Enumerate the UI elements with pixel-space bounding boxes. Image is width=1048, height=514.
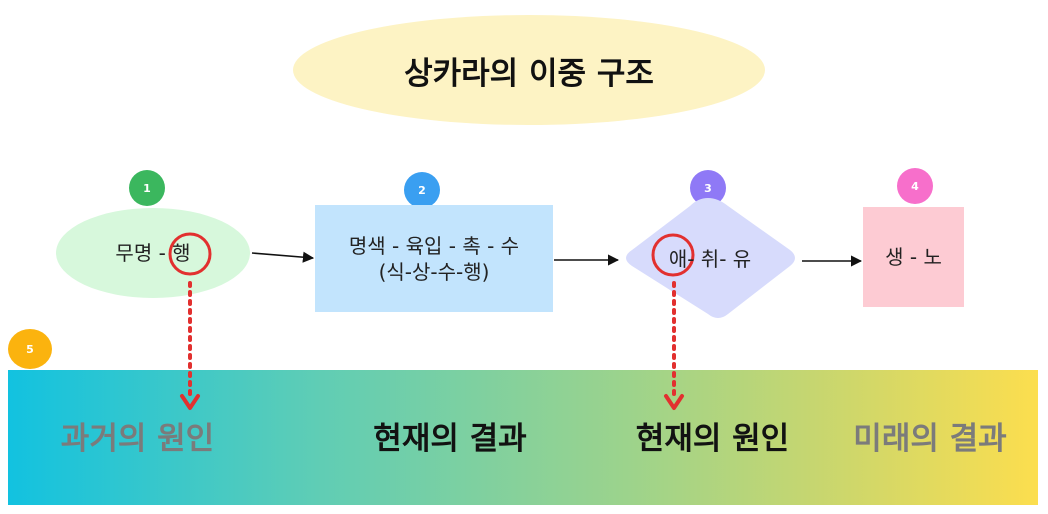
highlight-circle-ae	[651, 233, 695, 277]
node-craving-label: 애- 취- 유	[640, 244, 780, 274]
node-present-result: 명색 - 육입 - 촉 - 수 (식-상-수-행)	[315, 205, 553, 312]
node1-highlight: 행	[172, 241, 191, 265]
time-band	[8, 370, 1038, 505]
highlight-circle-haeng	[168, 232, 212, 276]
node-birth-aging: 생 - 노	[863, 207, 964, 307]
node4-text: 생 - 노	[885, 245, 942, 269]
step-badge-4: 4	[897, 168, 933, 204]
step-badge-5: 5	[8, 329, 52, 369]
node-craving-diamond	[626, 198, 795, 318]
node2-line1: 명색 - 육입 - 촉 - 수	[348, 233, 520, 258]
node3-rest: - 취- 유	[687, 247, 752, 271]
step-badge-2: 2	[404, 172, 440, 208]
diagram-title: 상카라의 이중 구조	[293, 15, 765, 125]
band-label-past-cause: 과거의 원인	[60, 420, 215, 457]
node3-highlight: 애	[668, 247, 688, 271]
band-label-future-result: 미래의 결과	[853, 420, 1007, 457]
step-badge-1: 1	[129, 170, 165, 206]
node1-prefix: 무명 -	[115, 241, 173, 265]
band-label-present-result: 현재의 결과	[373, 420, 527, 457]
band-label-present-cause: 현재의 원인	[635, 420, 790, 457]
node2-line2: (식-상-수-행)	[378, 259, 490, 284]
node-ignorance-action: 무명 - 행	[56, 208, 250, 298]
arrow-1-to-2	[251, 251, 315, 263]
